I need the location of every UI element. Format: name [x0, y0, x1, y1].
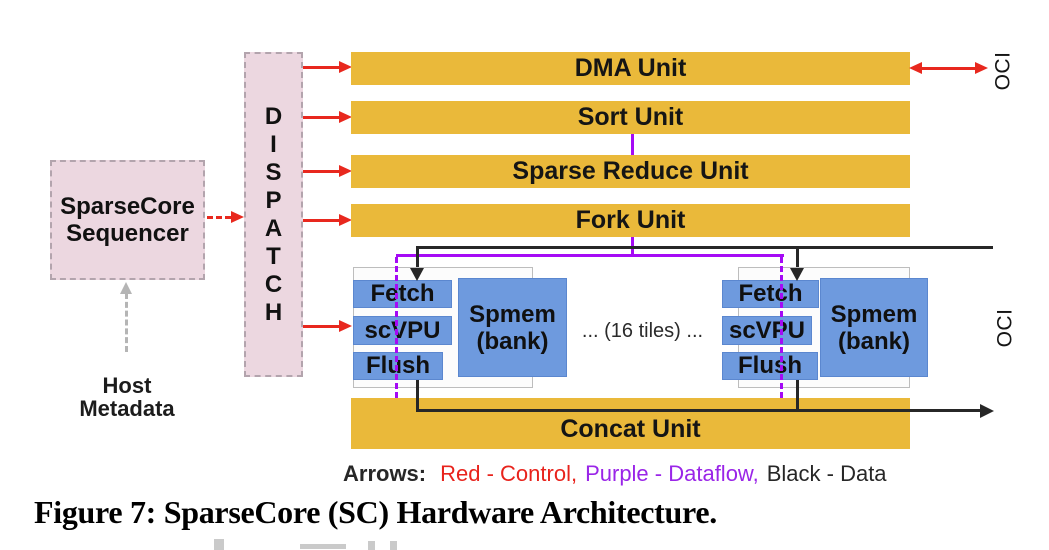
arrow-legend: Arrows: Red - Control, Purple - Dataflow, B…: [343, 461, 887, 487]
data-line-top: [416, 246, 993, 249]
cropped-text-remnant: [214, 539, 224, 550]
host-metadata-arrow-icon: [120, 282, 132, 294]
fork-unit-bar: Fork Unit: [351, 204, 910, 237]
tiles-ellipsis-label: ... (16 tiles) ...: [581, 320, 704, 342]
tile-right-scvpu-box: scVPU: [722, 316, 812, 345]
sparse-reduce-unit-bar: Sparse Reduce Unit: [351, 155, 910, 188]
sparsecore-sequencer-box: SparseCore Sequencer: [50, 160, 205, 280]
cropped-text-remnant: [300, 544, 346, 549]
dataflow-dashed-right-tile: [780, 257, 783, 398]
tile-left-fetch-box: Fetch: [353, 280, 452, 308]
control-arrow-scvpu-line: [303, 325, 340, 328]
data-branch-right-arrow-icon: [790, 268, 804, 281]
data-out-arrow-icon: [980, 404, 994, 418]
data-branch-right-line: [796, 246, 799, 269]
control-arrow-dma-oci-line: [921, 67, 977, 70]
legend-black-data: Black - Data: [766, 461, 887, 486]
control-arrow-seq-dispatch-icon: [231, 211, 244, 223]
control-arrow-sparse-reduce-line: [303, 170, 340, 173]
tile-left-scvpu-box: scVPU: [353, 316, 452, 345]
control-arrow-fork-line: [303, 219, 340, 222]
host-metadata-label: Host Metadata: [79, 373, 175, 421]
control-arrow-sort-icon: [339, 111, 352, 123]
data-branch-left-arrow-icon: [410, 268, 424, 281]
tile-right-flush-box: Flush: [722, 352, 818, 380]
tile-right-fetch-box: Fetch: [722, 280, 819, 308]
sort-unit-bar: Sort Unit: [351, 101, 910, 134]
legend-red-control: Red - Control,: [440, 461, 578, 486]
legend-purple-dataflow: Purple - Dataflow,: [585, 461, 759, 486]
oci-label-top: OCI: [991, 51, 1014, 91]
legend-prefix: Arrows:: [343, 461, 427, 486]
dataflow-line-sort-sparse: [631, 134, 634, 155]
dataflow-line-horizontal: [396, 254, 784, 257]
control-arrow-dma-oci-right-icon: [975, 62, 988, 74]
control-arrow-fork-icon: [339, 214, 352, 226]
dataflow-dashed-left-tile: [395, 257, 398, 398]
data-branch-left-line: [416, 246, 419, 269]
control-arrow-dma-icon: [339, 61, 352, 73]
cropped-text-remnant: [390, 541, 397, 550]
control-arrow-sparse-reduce-icon: [339, 165, 352, 177]
tile-right-spmem-box: Spmem (bank): [820, 278, 928, 377]
dispatch-box: DISPATCH: [244, 52, 303, 377]
control-arrow-dma-oci-left-icon: [909, 62, 922, 74]
control-arrow-scvpu-icon: [339, 320, 352, 332]
control-arrow-dma-line: [303, 66, 340, 69]
control-arrow-sort-line: [303, 116, 340, 119]
data-line-concat-out: [416, 409, 981, 412]
tile-left-spmem-box: Spmem (bank): [458, 278, 567, 377]
data-line-right-flush-down: [796, 380, 799, 412]
data-line-left-flush-down: [416, 380, 419, 412]
dispatch-label: DISPATCH: [264, 102, 283, 326]
figure-caption: Figure 7: SparseCore (SC) Hardware Archi…: [34, 494, 717, 530]
control-arrow-seq-dispatch-line: [207, 216, 231, 219]
oci-label-bottom: OCI: [993, 308, 1016, 348]
cropped-text-remnant: [368, 541, 375, 550]
host-metadata-arrow-line: [125, 293, 128, 352]
dma-unit-bar: DMA Unit: [351, 52, 910, 85]
concat-unit-bar: Concat Unit: [351, 398, 910, 449]
tile-left-flush-box: Flush: [353, 352, 443, 380]
